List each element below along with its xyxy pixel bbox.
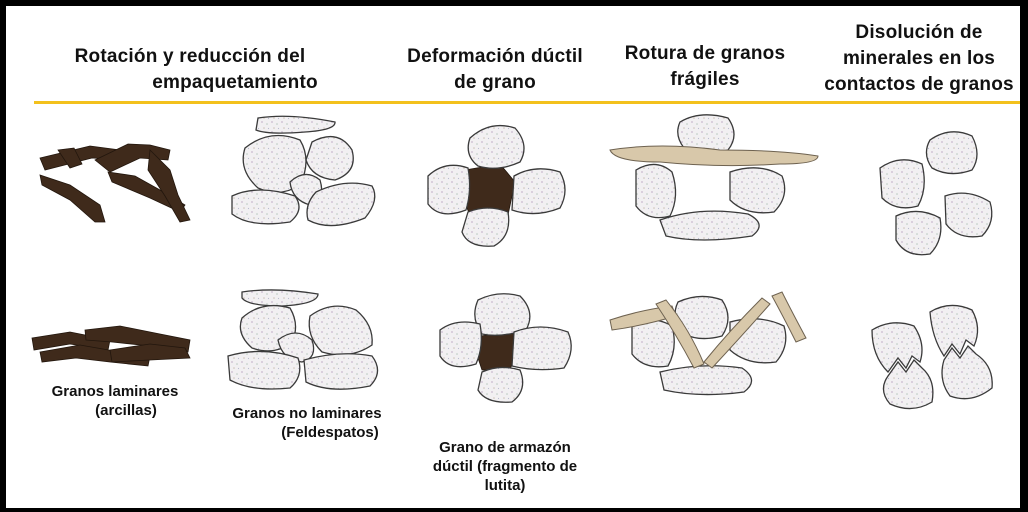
label-non-laminar: Granos no laminares (Feldespatos) <box>212 404 402 442</box>
label-ductile-grain-line-1: Grano de armazón <box>439 439 571 456</box>
clay-flakes-random <box>39 143 191 223</box>
header-ductile-line-1: Deformación dúctil <box>407 46 583 67</box>
dissolution-grains-top <box>879 131 993 256</box>
header-brittle-line-1: Rotura de granos <box>624 43 786 64</box>
ductile-grain-bottom <box>439 293 572 403</box>
header-rotation-line-2: empaquetamiento <box>152 72 318 93</box>
label-non-laminar-line-2: (Feldespatos) <box>281 424 379 441</box>
ductile-grain-top <box>427 124 566 247</box>
clay-flakes-aligned <box>31 325 191 367</box>
brittle-grain-top <box>609 114 819 241</box>
label-ductile-grain-line-2: dúctil (fragmento de <box>432 458 578 475</box>
header-divider <box>34 101 1020 104</box>
label-laminar-line-1: Granos laminares <box>51 383 179 400</box>
feldspar-grains-bottom <box>227 289 379 390</box>
header-ductile: Deformación dúctil de grano <box>385 44 605 96</box>
label-non-laminar-line-1: Granos no laminares <box>232 405 382 422</box>
label-ductile-grain-line-3: lutita) <box>484 477 526 494</box>
header-ductile-line-2: de grano <box>454 72 536 93</box>
brittle-grain-bottom <box>609 291 807 396</box>
header-dissolution-line-3: contactos de granos <box>824 74 1014 95</box>
header-rotation-line-1: Rotación y reducción del <box>74 46 306 67</box>
label-ductile-grain: Grano de armazón dúctil (fragmento de lu… <box>420 438 590 495</box>
header-dissolution-line-2: minerales en los <box>842 48 996 69</box>
dissolution-grains-bottom <box>871 304 993 410</box>
label-laminar-line-2: (arcillas) <box>95 402 157 419</box>
header-rotation: Rotación y reducción del empaquetamiento <box>40 44 340 96</box>
header-brittle-line-2: frágiles <box>670 69 740 90</box>
feldspar-grains-top <box>231 115 376 227</box>
header-brittle: Rotura de granos frágiles <box>605 41 805 93</box>
label-laminar: Granos laminares (arcillas) <box>30 382 200 420</box>
header-dissolution: Disolución de minerales en los contactos… <box>812 20 1026 98</box>
header-dissolution-line-1: Disolución de <box>855 22 983 43</box>
